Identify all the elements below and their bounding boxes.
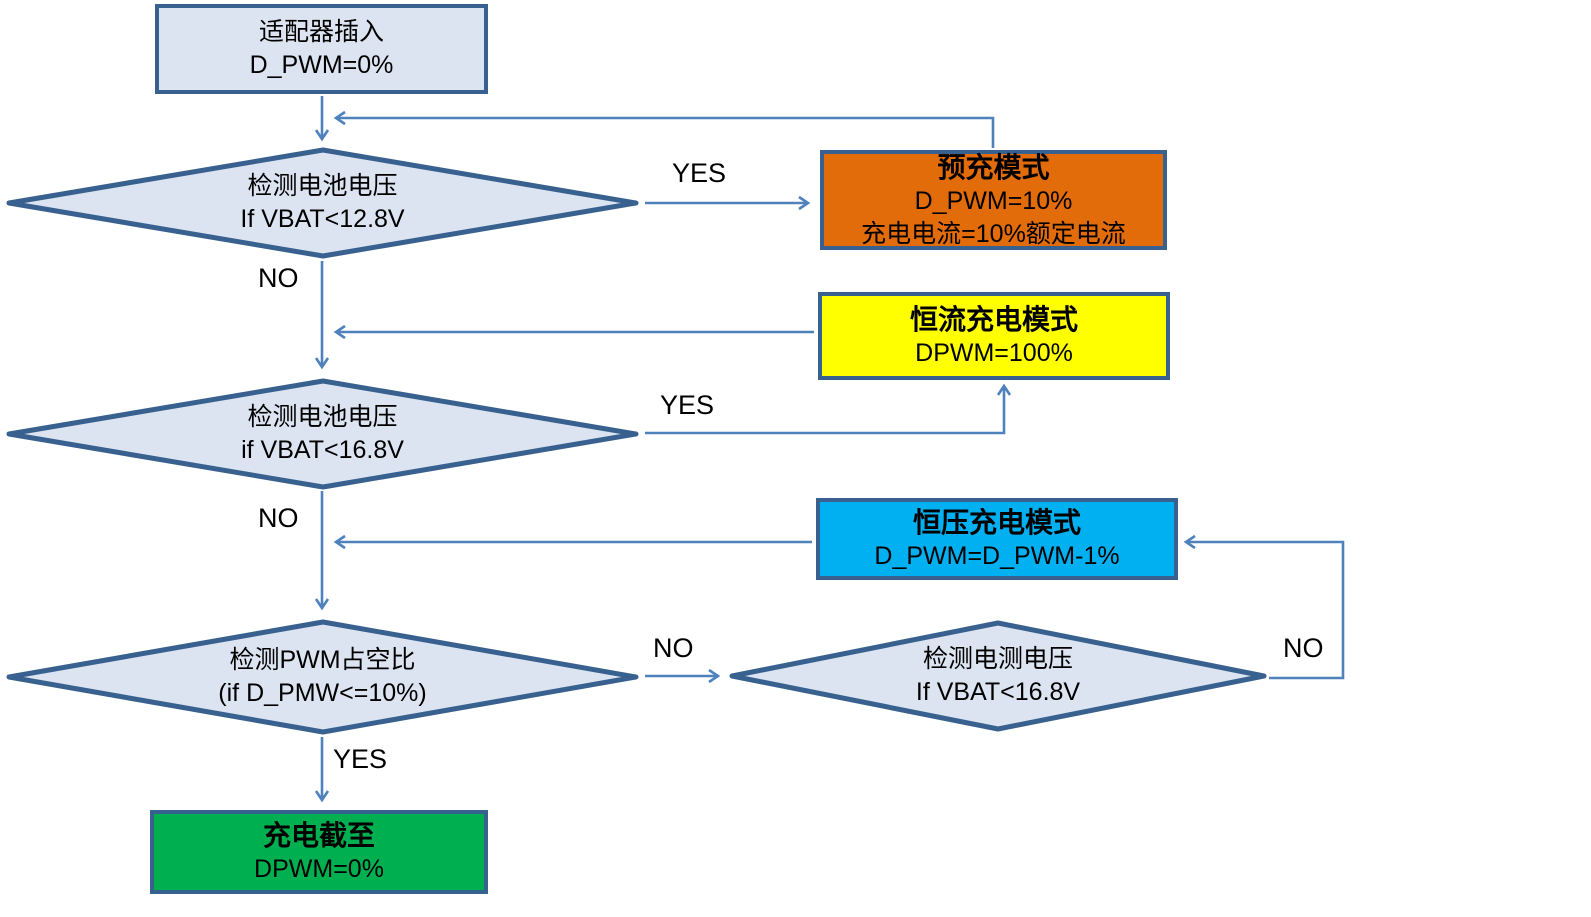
edge-label-d2-no: NO (258, 503, 299, 533)
node-start: 适配器插入 D_PWM=0% (155, 4, 488, 94)
precharge-line1: D_PWM=10% (914, 186, 1073, 215)
decision4-line1: 检测电测电压 (922, 645, 1073, 673)
edge-label-d4-no: NO (1283, 633, 1324, 663)
edge-label-d3-yes: YES (333, 744, 388, 774)
node-decision-pwm-duty: 检测PWM占空比 (if D_PMW<=10%) (5, 619, 640, 735)
edge-check2-yes-to-cc (645, 383, 1012, 435)
diamond-shape (729, 620, 1267, 732)
node-decision-vbat-16v8: 检测电池电压 if VBAT<16.8V (5, 378, 640, 490)
precharge-line2: 充电电流=10%额定电流 (861, 219, 1126, 248)
node-charge-end: 充电截至 DPWM=0% (150, 810, 488, 894)
edge-check4-no-to-cv (1183, 534, 1345, 680)
decision3-line2: (if D_PMW<=10%) (218, 679, 427, 707)
edge-label-d3-no: NO (653, 633, 694, 663)
edge-label-d2-yes: YES (660, 390, 715, 420)
node-constant-voltage-mode: 恒压充电模式 D_PWM=D_PWM-1% (816, 498, 1178, 580)
decision2-line1: 检测电池电压 (247, 403, 398, 431)
precharge-title: 预充模式 (937, 151, 1050, 183)
decision4-line2: If VBAT<16.8V (915, 678, 1081, 706)
diamond-shape (6, 147, 639, 259)
cc-line1: DPWM=100% (915, 339, 1073, 367)
node-start-line1: 适配器插入 (258, 18, 384, 46)
cv-title: 恒压充电模式 (912, 507, 1081, 538)
decision3-line1: 检测PWM占空比 (229, 646, 416, 674)
node-start-line2: D_PWM=0% (249, 51, 394, 79)
node-constant-current-mode: 恒流充电模式 DPWM=100% (818, 292, 1170, 380)
end-title: 充电截至 (262, 820, 375, 851)
decision1-line2: If VBAT<12.8V (240, 205, 405, 233)
end-line1: DPWM=0% (254, 855, 384, 883)
node-precharge-mode: 预充模式 D_PWM=10% 充电电流=10%额定电流 (820, 150, 1167, 250)
diamond-shape (6, 378, 639, 490)
edge-precharge-loop-back (333, 110, 995, 148)
decision2-line2: if VBAT<16.8V (241, 436, 404, 464)
node-decision-vbat-12v8: 检测电池电压 If VBAT<12.8V (5, 147, 640, 259)
cc-title: 恒流充电模式 (909, 304, 1078, 335)
edge-label-d1-no: NO (258, 263, 299, 293)
cv-line1: D_PWM=D_PWM-1% (874, 542, 1120, 570)
node-decision-vbat-right: 检测电测电压 If VBAT<16.8V (728, 620, 1268, 732)
diamond-shape (6, 619, 639, 735)
edge-label-d1-yes: YES (672, 158, 727, 188)
decision1-line1: 检测电池电压 (247, 172, 398, 200)
